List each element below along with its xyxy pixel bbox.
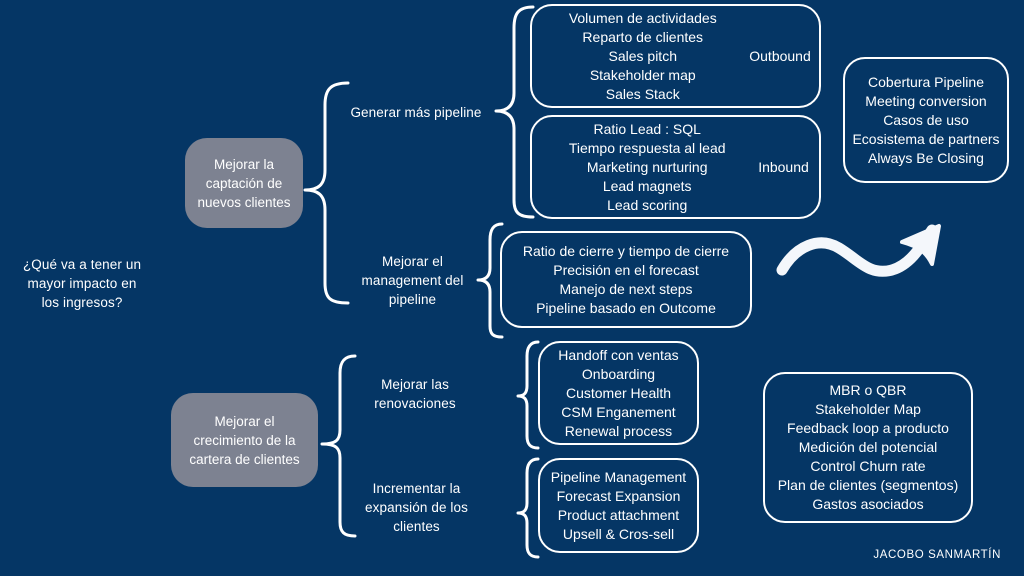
list-item: Ratio de cierre y tiempo de cierre: [522, 242, 730, 259]
subgoal-generar-pipeline: Generar más pipeline: [336, 103, 496, 122]
goal-label: Mejorar el: [214, 413, 275, 429]
subgoal-label: Mejorar el: [381, 254, 444, 269]
list-item: Gastos asociados: [812, 496, 924, 512]
brace-management: [476, 222, 504, 339]
list-item: Forecast Expansion: [556, 487, 681, 504]
list-item: Cobertura Pipeline: [868, 73, 984, 90]
goal-label: cartera de clientes: [189, 451, 300, 467]
goal-nuevos-clientes: Mejorar la captación de nuevos clientes: [185, 138, 303, 228]
subgoal-label: Generar más pipeline: [350, 105, 482, 120]
list-item: Tiempo respuesta al lead: [568, 139, 726, 156]
subgoal-label: Mejorar las: [381, 377, 449, 392]
list-item: Lead scoring: [607, 196, 688, 213]
list-item: CSM Enganement: [561, 403, 676, 420]
list-item: Always Be Closing: [868, 149, 984, 166]
goal-label: crecimiento de la: [193, 432, 296, 448]
goal-cartera-clientes: Mejorar el crecimiento de la cartera de …: [171, 393, 318, 487]
list-item: Medición del potencial: [798, 439, 938, 455]
question-line: ¿Qué va a tener un: [22, 257, 142, 272]
list-item: Customer Health: [565, 384, 672, 401]
highlights-bottom-box: MBR o QBR Stakeholder Map Feedback loop …: [763, 372, 973, 523]
list-item: Volumen de actividades: [568, 9, 717, 26]
list-item: Stakeholder map: [589, 66, 696, 83]
inbound-list: Ratio Lead : SQL Tiempo respuesta al lea…: [542, 120, 752, 215]
subgoal-label: expansión de los: [365, 500, 468, 515]
inbound-box: Ratio Lead : SQL Tiempo respuesta al lea…: [530, 115, 821, 219]
subgoal-label: renovaciones: [374, 396, 456, 411]
goal-label: Mejorar la: [213, 156, 275, 172]
list-item: Reparto de clientes: [582, 28, 704, 45]
list-item: Plan de clientes (segmentos): [777, 477, 959, 493]
list-item: Manejo de next steps: [559, 280, 693, 297]
outbound-tag: Outbound: [749, 47, 811, 64]
subgoal-expansion: Incrementar la expansión de los clientes: [354, 479, 479, 536]
brace-expansion: [516, 457, 540, 559]
outbound-list: Volumen de actividades Reparto de client…: [540, 9, 745, 104]
trend-up-arrow-icon: [776, 224, 941, 277]
brace-generar-pipeline: [494, 5, 535, 219]
subgoal-label: management del: [361, 273, 464, 288]
subgoal-label: Incrementar la: [372, 481, 461, 496]
list-item: Handoff con ventas: [558, 346, 679, 363]
list-item: Onboarding: [581, 365, 656, 382]
subgoal-management-pipeline: Mejorar el management del pipeline: [350, 252, 475, 309]
management-box: Ratio de cierre y tiempo de cierre Preci…: [500, 231, 752, 328]
list-item: Lead magnets: [602, 177, 692, 194]
list-item: Product attachment: [557, 506, 680, 523]
list-item: Stakeholder Map: [815, 401, 921, 417]
list-item: Pipeline basado en Outcome: [536, 299, 716, 316]
list-item: Feedback loop a producto: [787, 420, 949, 436]
author-credit: JACOBO SANMARTÍN: [873, 549, 1001, 561]
subgoal-label: pipeline: [388, 292, 437, 307]
subgoal-label: clientes: [393, 519, 440, 534]
list-item: Pipeline Management: [550, 468, 687, 485]
list-item: Marketing nurturing: [586, 158, 708, 175]
list-item: Casos de uso: [883, 111, 969, 128]
inbound-tag: Inbound: [758, 158, 809, 175]
highlights-top-box: Cobertura Pipeline Meeting conversion Ca…: [843, 57, 1009, 183]
list-item: Meeting conversion: [865, 92, 987, 109]
question-line: mayor impacto en: [27, 276, 137, 291]
list-item: Precisión en el forecast: [553, 261, 699, 278]
list-item: Control Churn rate: [810, 458, 926, 474]
goal-label: nuevos clientes: [197, 194, 291, 210]
goal-label: captación de: [205, 175, 283, 191]
list-item: Upsell & Cros-sell: [562, 525, 675, 542]
brace-goal-2: [320, 354, 357, 538]
expansion-box: Pipeline Management Forecast Expansion P…: [538, 458, 699, 553]
list-item: Sales pitch: [608, 47, 677, 64]
outbound-box: Volumen de actividades Reparto de client…: [530, 4, 821, 108]
list-item: Sales Stack: [605, 85, 680, 102]
list-item: MBR o QBR: [829, 382, 907, 398]
subgoal-renovaciones: Mejorar las renovaciones: [360, 375, 470, 413]
list-item: Ratio Lead : SQL: [593, 120, 701, 137]
central-question: ¿Qué va a tener un mayor impacto en los …: [8, 255, 156, 312]
renovaciones-box: Handoff con ventas Onboarding Customer H…: [538, 341, 699, 445]
question-line: los ingresos?: [41, 295, 123, 310]
list-item: Ecosistema de partners: [852, 130, 1000, 147]
brace-renovaciones: [516, 340, 540, 450]
list-item: Renewal process: [564, 422, 673, 439]
